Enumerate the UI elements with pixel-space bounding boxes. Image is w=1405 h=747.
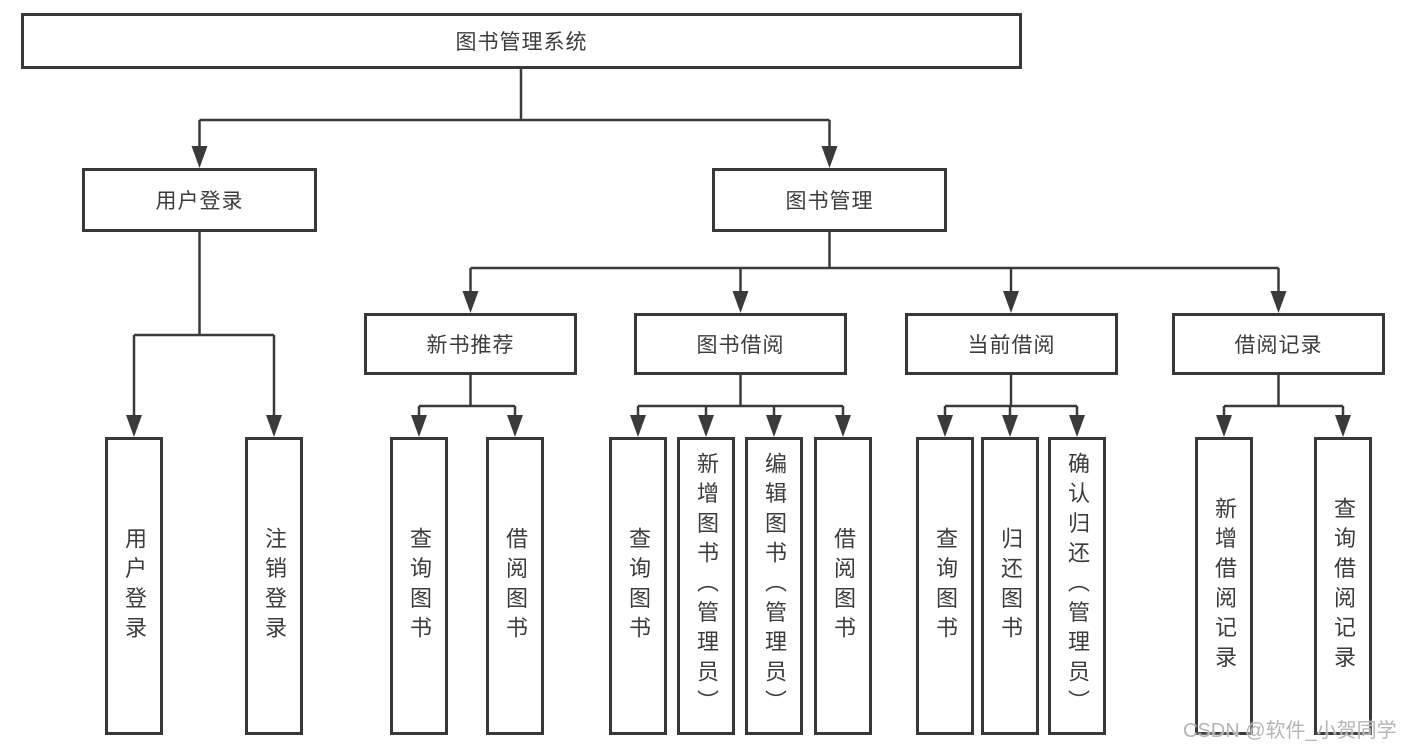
arrow-head-icon <box>1270 291 1287 313</box>
arrow-head-icon <box>835 415 851 437</box>
arrow-head-icon <box>191 146 208 168</box>
node-new-book-recommend: 新书推荐 <box>364 313 577 375</box>
arrow-head-icon <box>462 291 479 313</box>
arrow-head-icon <box>411 415 427 437</box>
arrow-head-icon <box>126 415 142 437</box>
leaf-confirm-return-admin: 确认归还（管理员） <box>1048 437 1106 735</box>
leaf-query-borrow-record: 查询借阅记录 <box>1314 437 1372 735</box>
arrow-head-icon <box>698 415 714 437</box>
leaf-logout: 注销登录 <box>245 437 303 735</box>
arrow-head-icon <box>1335 415 1351 437</box>
arrow-head-icon <box>732 291 749 313</box>
arrow-head-icon <box>1003 291 1019 313</box>
csdn-watermark: CSDN @软件_小贺同学 <box>1183 720 1397 742</box>
arrow-head-icon <box>266 415 282 437</box>
leaf-user-login: 用户登录 <box>105 437 163 735</box>
leaf-add-borrow-record: 新增借阅记录 <box>1195 437 1253 735</box>
arrow-head-icon <box>1002 415 1018 437</box>
arrow-head-icon <box>1069 415 1085 437</box>
node-borrow-records: 借阅记录 <box>1172 313 1385 375</box>
arrow-head-icon <box>821 146 838 168</box>
leaf-query-books-current: 查询图书 <box>916 437 974 735</box>
node-book-management: 图书管理 <box>712 168 947 232</box>
leaf-query-books-borrowing: 查询图书 <box>609 437 667 735</box>
leaf-borrow-books-recommend: 借阅图书 <box>486 437 544 735</box>
leaf-query-books-recommend: 查询图书 <box>390 437 448 735</box>
arrow-head-icon <box>507 415 523 437</box>
arrow-head-icon <box>1216 415 1232 437</box>
leaf-return-books: 归还图书 <box>981 437 1039 735</box>
leaf-borrow-books-borrowing: 借阅图书 <box>814 437 872 735</box>
arrow-head-icon <box>937 415 953 437</box>
arrow-head-icon <box>630 415 646 437</box>
leaf-add-books-admin: 新增图书（管理员） <box>677 437 735 735</box>
arrow-head-icon <box>766 415 782 437</box>
leaf-edit-books-admin: 编辑图书（管理员） <box>745 437 803 735</box>
node-book-borrowing: 图书借阅 <box>634 313 847 375</box>
node-current-borrowing: 当前借阅 <box>905 313 1118 375</box>
node-root-library-system: 图书管理系统 <box>21 13 1022 69</box>
node-user-login: 用户登录 <box>82 168 317 232</box>
